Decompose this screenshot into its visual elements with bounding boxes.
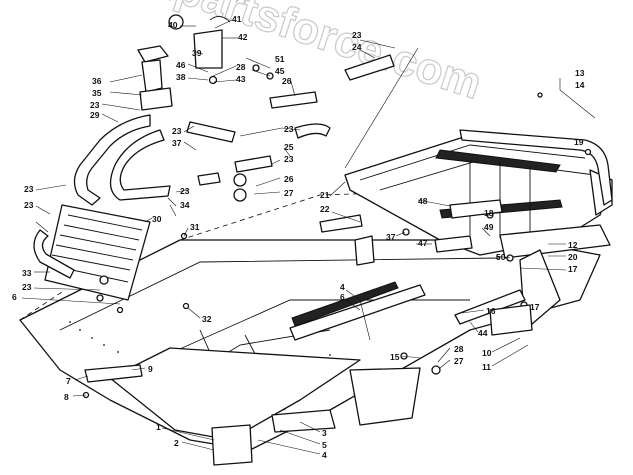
callout-39: 39	[192, 48, 202, 58]
callout-46: 46	[176, 60, 186, 70]
callout-41: 41	[232, 14, 242, 24]
callout-49: 49	[484, 222, 494, 232]
callout-2: 2	[174, 438, 179, 448]
callout-23: 23	[352, 30, 362, 40]
callout-34: 34	[180, 200, 190, 210]
callout-36: 36	[92, 76, 102, 86]
callout-3: 3	[322, 428, 327, 438]
callout-23: 23	[284, 154, 294, 164]
callout-20: 20	[568, 252, 578, 262]
callout-5: 5	[322, 440, 327, 450]
coolant-hoses	[33, 54, 395, 279]
callout-4: 4	[340, 282, 345, 292]
callout-19: 19	[574, 137, 584, 147]
callout-23: 23	[172, 126, 182, 136]
callout-26: 26	[282, 76, 292, 86]
callout-23: 23	[90, 100, 100, 110]
callout-31: 31	[190, 222, 200, 232]
callout-labels: 40 41 42 39 51 45 46 38 28 43 36 35 23 2…	[12, 14, 585, 460]
callout-42: 42	[238, 32, 248, 42]
callout-23: 23	[22, 282, 32, 292]
rear-rack-assembly	[344, 134, 613, 331]
callout-11: 11	[482, 362, 491, 372]
filler-neck	[137, 14, 231, 111]
callout-14: 14	[575, 80, 585, 90]
callout-29: 29	[90, 110, 100, 120]
rear-grab-bar	[459, 129, 613, 206]
callout-28: 28	[454, 344, 464, 354]
callout-27: 27	[454, 356, 464, 366]
callout-37: 37	[172, 138, 182, 148]
callout-9: 9	[148, 364, 153, 374]
callout-6: 6	[340, 292, 345, 302]
callout-10: 10	[482, 348, 492, 358]
slide-rails	[84, 199, 533, 466]
callout-48: 48	[418, 196, 428, 206]
leader-lines	[21, 19, 596, 455]
callout-47: 47	[418, 238, 428, 248]
callout-23: 23	[24, 200, 34, 210]
callout-15: 15	[390, 352, 400, 362]
callout-40: 40	[168, 20, 178, 30]
callout-33: 33	[22, 268, 32, 278]
callout-51: 51	[275, 54, 285, 64]
callout-43: 43	[236, 74, 246, 84]
callout-30: 30	[152, 214, 162, 224]
callout-22: 22	[320, 204, 330, 214]
callout-50: 50	[496, 252, 506, 262]
callout-1: 1	[156, 422, 161, 432]
callout-23: 23	[284, 124, 294, 134]
callout-18: 18	[484, 208, 494, 218]
callout-35: 35	[92, 88, 102, 98]
callout-12: 12	[568, 240, 578, 250]
callout-45: 45	[275, 66, 285, 76]
callout-38: 38	[176, 72, 186, 82]
callout-32: 32	[202, 314, 212, 324]
callout-7: 7	[66, 376, 71, 386]
callout-16: 16	[486, 306, 496, 316]
callout-26: 26	[284, 174, 294, 184]
callout-27: 27	[284, 188, 294, 198]
callout-6: 6	[12, 292, 17, 302]
callout-37: 37	[386, 232, 396, 242]
callout-24: 24	[352, 42, 362, 52]
callout-44: 44	[478, 328, 488, 338]
lower-plate	[109, 347, 361, 441]
callout-8: 8	[64, 392, 69, 402]
callout-23: 23	[24, 184, 34, 194]
callout-23: 23	[180, 186, 190, 196]
callout-13: 13	[575, 68, 585, 78]
callout-4: 4	[322, 450, 327, 460]
callout-17: 17	[568, 264, 578, 274]
callout-21: 21	[320, 190, 330, 200]
callout-28: 28	[236, 62, 246, 72]
callout-25: 25	[284, 142, 294, 152]
callout-17: 17	[530, 302, 540, 312]
